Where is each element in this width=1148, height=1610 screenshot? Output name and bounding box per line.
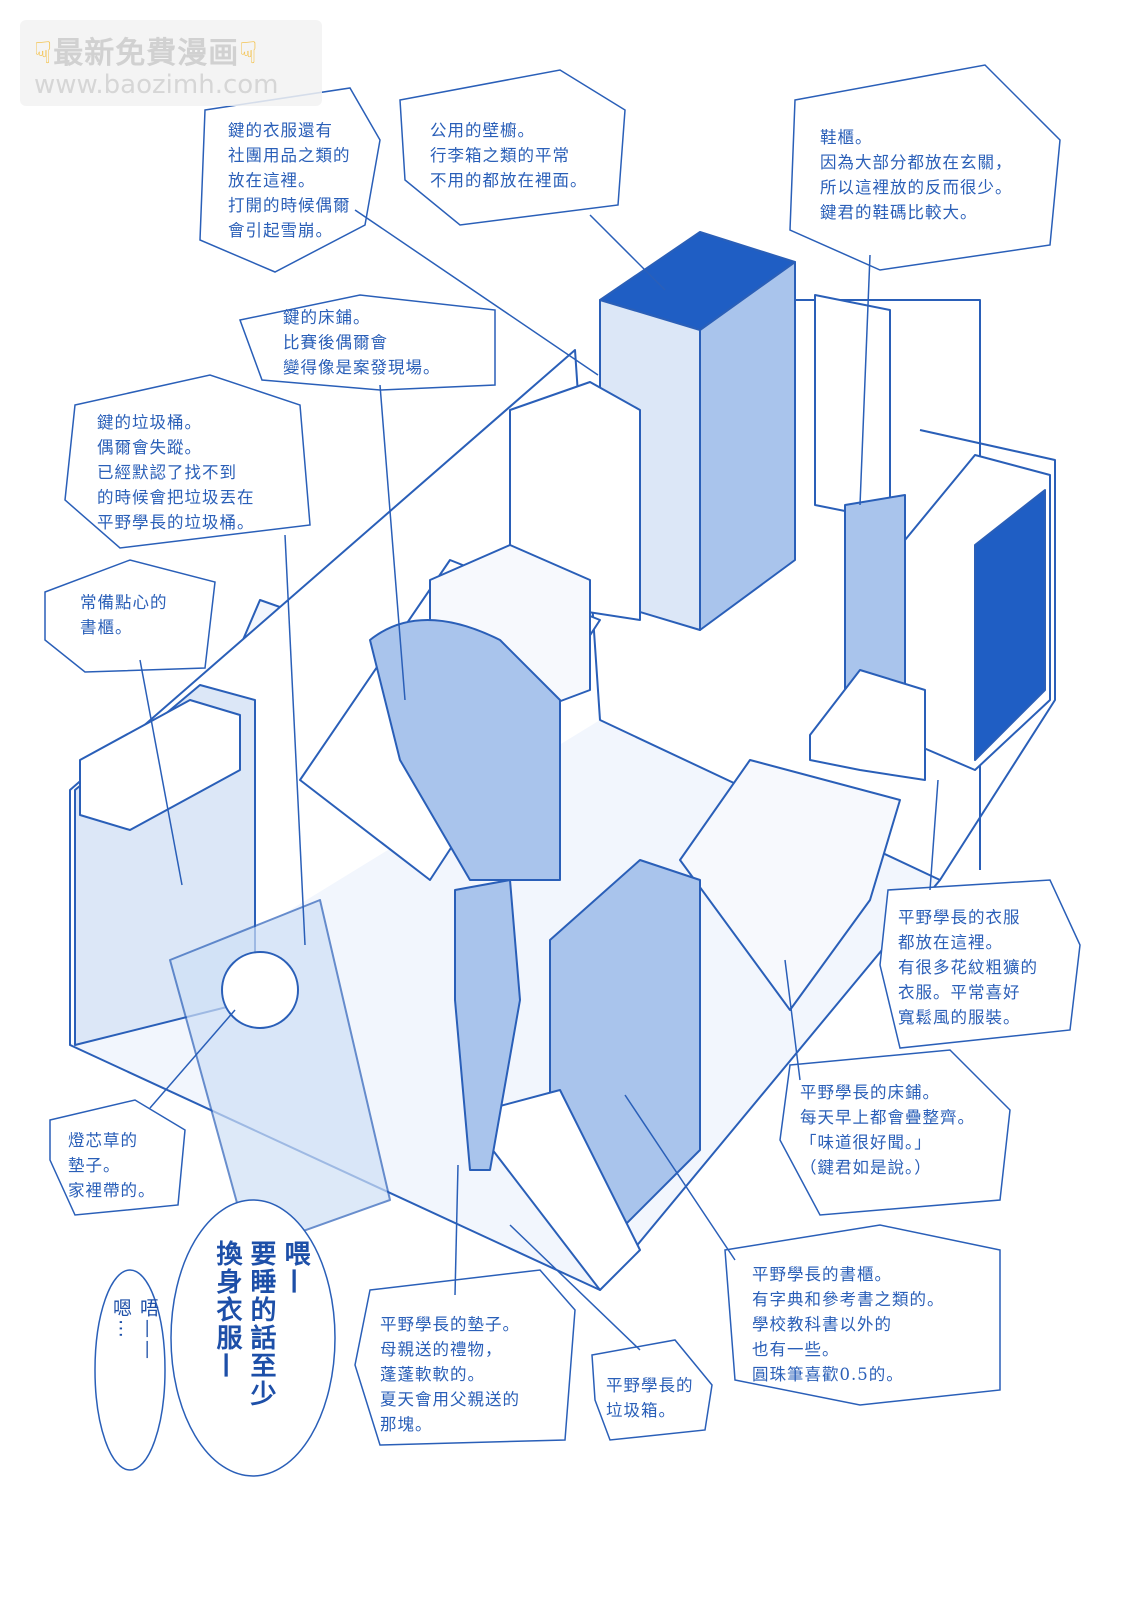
bubble-rush-mat: [49, 1099, 186, 1216]
bubble-hirano-trash: [591, 1339, 713, 1441]
note-rush-mat: 燈芯草的 墊子。 家裡帶的。: [68, 1131, 156, 1200]
leader-shoe-cabinet: [859, 254, 871, 506]
bubble-hirano-bookshelf: [724, 1224, 1001, 1406]
leader-hirano-bed: [784, 959, 801, 1081]
leader-hirano-trash: [509, 1224, 641, 1351]
note-key-bed: 鍵的床鋪。 比賽後偶爾會 變得像是案發現場。: [283, 308, 441, 377]
leader-key-closet: [354, 209, 599, 376]
standing-figure: [454, 879, 521, 1171]
note-hirano-cushion: 平野學長的墊子。 母親送的禮物， 蓬蓬軟軟的。 夏天會用父親送的 那塊。: [380, 1315, 520, 1434]
pointing-down-hand-icon: ☟: [34, 36, 54, 71]
bubble-hirano-cushion: [354, 1269, 576, 1446]
note-hirano-clothes: 平野學長的衣服 都放在這裡。 有很多花紋粗獷的 衣服。平常喜好 寬鬆風的服裝。: [898, 908, 1038, 1027]
bubble-key-closet: [199, 87, 381, 273]
leader-hirano-cushion: [454, 1164, 459, 1296]
watermark-url: www.baozimh.com: [34, 70, 279, 100]
entrance-door: [814, 294, 891, 521]
leader-hirano-clothes: [929, 779, 939, 891]
desk-chair: [221, 951, 299, 1029]
bubble-hirano-bed: [779, 1049, 1011, 1216]
bubble-dialogue-main: [170, 1199, 336, 1477]
note-shoe-cabinet: 鞋櫃。 因為大部分都放在玄關， 所以這裡放的反而很少。 鍵君的鞋碼比較大。: [820, 128, 1013, 222]
dialogue-reply: 唔—— 嗯⋯: [110, 1298, 159, 1361]
watermark: ☟最新免費漫画☟ www.baozimh.com: [20, 20, 322, 106]
bubble-dialogue-reply: [94, 1269, 166, 1471]
bubble-key-bed: [238, 294, 496, 391]
dialogue-main: 喂— 要睡的話至少 換身衣服—: [212, 1240, 310, 1408]
leader-hirano-bookshelf: [624, 1094, 736, 1261]
leader-key-bed: [379, 384, 406, 701]
note-key-trash: 鍵的垃圾桶。 偶爾會失蹤。 已經默認了找不到 的時候會把垃圾丟在 平野學長的垃圾…: [97, 413, 255, 532]
sleeping-figure: [369, 619, 561, 881]
leader-key-trash: [284, 534, 306, 946]
hirano-nightstand: [809, 669, 926, 781]
hirano-bed: [679, 759, 901, 1011]
note-key-closet: 鍵的衣服還有 社團用品之類的 放在這裡。 打開的時候偶爾 會引起雪崩。: [228, 121, 351, 240]
bubble-shoe-cabinet: [789, 64, 1061, 271]
bubble-key-trash: [64, 374, 311, 549]
room-wall-right: [919, 429, 1056, 881]
leader-shared-closet: [589, 214, 666, 291]
bubble-shared-closet: [399, 69, 626, 226]
note-hirano-trash: 平野學長的 垃圾箱。: [606, 1376, 694, 1420]
leader-snack-shelf: [139, 659, 183, 886]
bubble-snack-shelf: [44, 559, 216, 673]
bubble-hirano-clothes: [879, 879, 1081, 1049]
hirano-wardrobe-front: [974, 489, 1046, 761]
pointing-down-hand-icon: ☟: [239, 36, 259, 71]
watermark-line1: ☟最新免費漫画☟: [34, 36, 259, 71]
note-snack-shelf: 常備點心的 書櫃。: [80, 593, 168, 637]
note-hirano-bed: 平野學長的床鋪。 每天早上都會疊整齊。 「味道很好聞。」 （鍵君如是說。）: [800, 1083, 975, 1177]
note-hirano-bookshelf: 平野學長的書櫃。 有字典和參考書之類的。 學校教科書以外的 也有一些。 圓珠筆喜…: [752, 1265, 945, 1384]
note-shared-closet: 公用的壁櫥。 行李箱之類的平常 不用的都放在裡面。: [430, 121, 588, 190]
leader-rush-mat: [149, 1009, 236, 1109]
